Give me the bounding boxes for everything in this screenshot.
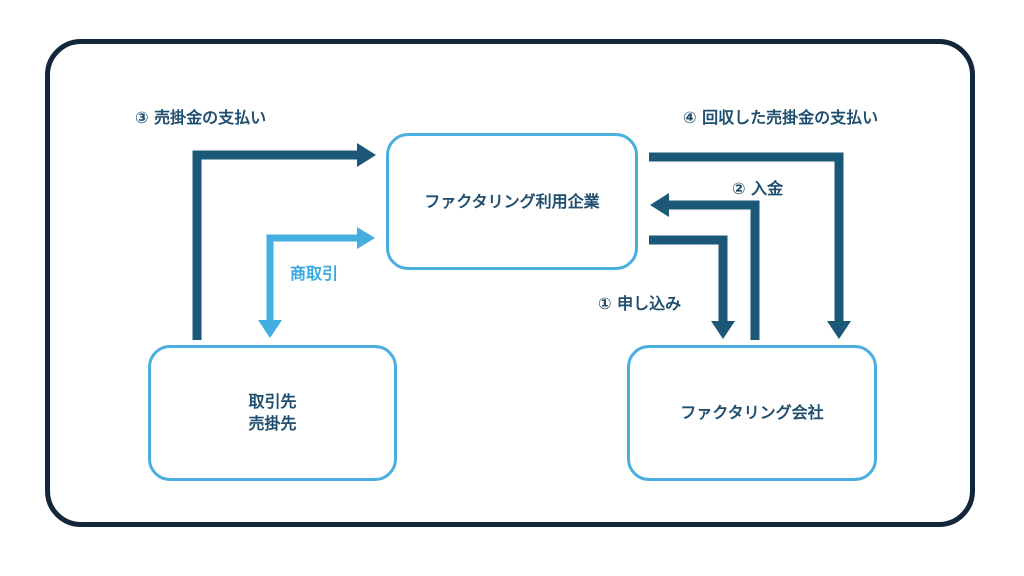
node-factoring-company: ファクタリング会社 <box>627 345 877 481</box>
node-label-factoring-company: ファクタリング会社 <box>680 403 824 422</box>
label-application: ① 申し込み <box>598 294 682 313</box>
diagram-frame <box>45 39 975 527</box>
arrow-payment-collected <box>649 152 851 339</box>
node-factoring-user-company: ファクタリング利用企業 <box>386 133 638 270</box>
node-client: 取引先 売掛先 <box>148 345 397 481</box>
node-label-client-line2: 売掛先 <box>248 414 297 433</box>
arrow-commerce <box>258 227 375 338</box>
arrow-application <box>649 235 735 339</box>
node-label-client-line1: 取引先 <box>248 392 297 411</box>
label-payment-collected: ④ 回収した売掛金の支払い <box>683 108 879 127</box>
arrow-payment-receivable <box>192 143 376 340</box>
node-label-user-company: ファクタリング利用企業 <box>424 191 600 211</box>
label-deposit: ② 入金 <box>732 179 784 198</box>
label-commerce: 商取引 <box>290 264 339 283</box>
label-payment-receivable: ③ 売掛金の支払い <box>135 108 267 127</box>
arrow-deposit <box>650 193 760 340</box>
